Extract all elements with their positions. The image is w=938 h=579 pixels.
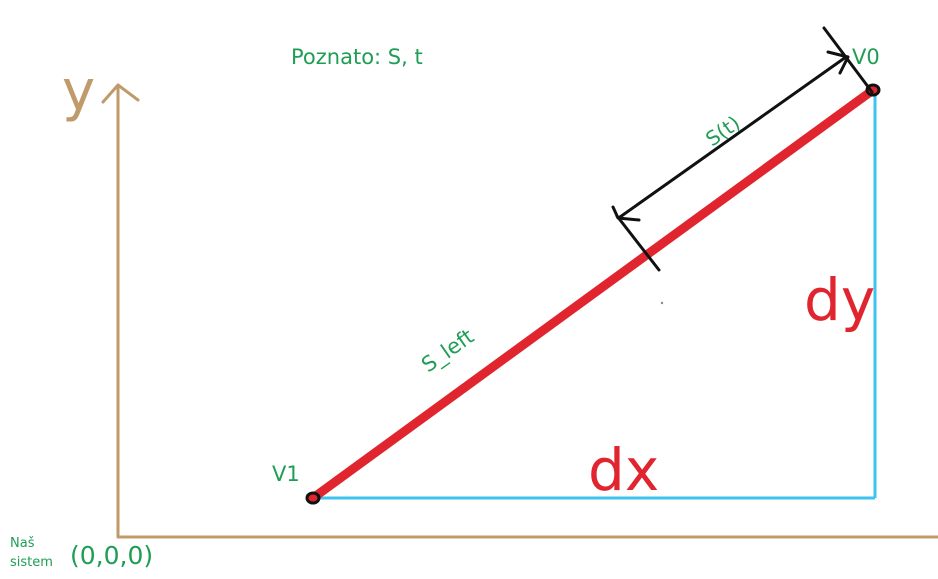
- s-t-arrow-shaft: [618, 55, 848, 219]
- s-left-label: S_left: [417, 324, 479, 378]
- dy-label: dy: [804, 266, 875, 334]
- known-values-label: Poznato: S, t: [291, 45, 423, 69]
- system-label-line1: Naš: [10, 536, 35, 551]
- segment-v1-v0: [308, 85, 878, 503]
- vertex-v1-label: V1: [272, 462, 300, 486]
- s-t-tick-end: [822, 26, 874, 94]
- s-t-tick-start: [615, 214, 661, 272]
- coordinate-axes: [101, 83, 938, 539]
- vertex-v0-label: V0: [852, 45, 880, 69]
- dx-label: dx: [588, 436, 659, 504]
- system-label-line2: sistem: [10, 555, 53, 570]
- s-t-arrowhead-end: [826, 50, 850, 75]
- s-t-label: S(t): [701, 111, 744, 151]
- component-lines: [313, 90, 877, 500]
- s-t-dimension-arrow: [611, 26, 874, 272]
- origin-label: (0,0,0): [70, 541, 153, 570]
- stray-dot: [660, 301, 664, 305]
- y-axis-arrowhead: [101, 83, 140, 104]
- vertex-v1-point: [305, 491, 321, 505]
- y-axis-label: y: [62, 59, 95, 124]
